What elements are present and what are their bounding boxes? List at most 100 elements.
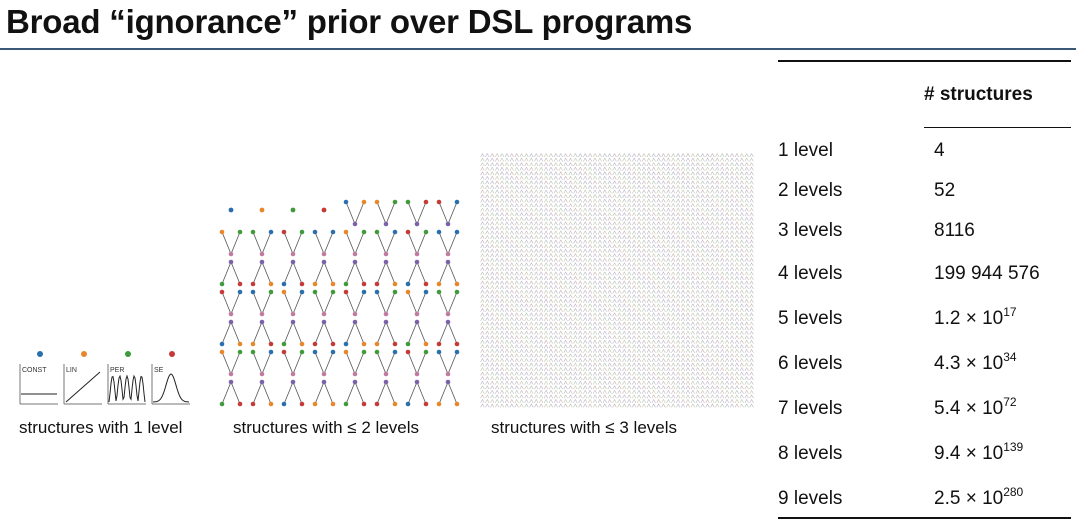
tree-node [445,259,451,265]
three-level-tree [715,289,720,294]
three-level-tree [661,203,666,208]
three-level-tree [543,339,549,344]
two-level-tree [343,199,367,227]
three-level-tree [646,253,651,258]
three-level-tree [710,307,715,312]
three-level-tree [705,193,710,199]
three-level-tree [690,344,695,349]
three-level-tree [504,230,510,235]
three-level-tree [480,326,485,331]
two-level-tree [281,259,305,287]
three-level-tree [656,303,661,308]
tree-node [299,281,305,287]
three-level-tree [656,353,661,358]
three-level-tree [671,230,676,235]
three-level-tree [680,184,686,189]
three-level-tree [592,398,598,403]
three-level-tree [539,389,544,394]
three-level-tree [720,152,725,158]
three-level-tree [514,152,519,158]
three-level-tree [529,152,534,158]
three-level-tree [597,271,602,276]
three-level-tree [529,285,534,290]
three-level-tree [690,389,695,394]
three-level-tree [514,257,519,262]
three-level-tree [592,348,598,353]
three-level-tree [504,289,510,294]
three-level-tree [617,212,622,217]
three-level-tree [729,335,735,340]
three-level-tree [587,376,593,381]
three-level-tree [705,184,710,189]
three-level-tree [597,166,602,171]
three-level-tree [607,257,612,262]
three-level-tree [666,207,671,212]
tree-node [383,311,389,317]
three-level-tree [656,234,661,240]
three-level-tree [627,239,632,244]
three-level-tree [553,339,558,344]
three-level-tree [744,180,749,185]
three-level-tree [573,366,578,372]
three-level-tree [739,389,744,394]
three-level-tree [724,330,730,335]
three-level-tree [739,330,744,335]
three-level-tree [573,321,578,326]
three-level-tree [671,348,676,353]
three-level-tree [622,175,627,180]
three-level-tree [504,257,510,262]
three-level-tree [495,216,500,221]
three-level-tree [680,294,686,299]
three-level-tree [495,166,500,171]
three-level-tree [514,335,519,340]
three-level-tree [661,257,666,262]
three-level-tree [617,344,622,349]
three-level-tree [573,298,578,303]
three-level-tree [485,385,490,390]
three-level-tree [710,184,715,189]
three-level-tree [729,180,735,185]
three-level-tree [612,357,617,363]
three-level-tree [573,380,578,385]
three-level-tree [563,330,568,335]
three-level-tree [563,184,568,189]
three-level-tree [734,157,739,162]
three-level-tree [734,312,739,317]
three-level-tree [724,225,730,230]
three-level-tree [734,221,739,226]
three-level-tree [480,221,485,226]
three-level-tree [558,366,563,372]
two-level-tree [312,379,336,407]
three-level-tree [529,403,534,408]
three-level-tree [710,357,715,363]
three-level-tree [543,403,549,408]
three-level-tree [495,344,500,349]
three-level-tree [578,189,583,194]
three-level-tree [485,239,490,244]
three-level-tree [651,339,656,344]
three-level-tree [671,180,676,185]
three-level-tree [636,307,642,312]
tree-node [343,199,349,205]
three-level-tree [710,285,715,290]
three-level-tree [514,307,519,312]
three-level-tree [651,321,656,326]
three-level-tree [720,162,725,167]
three-level-tree [749,303,754,308]
three-level-tree [671,371,676,376]
tree-node [436,199,442,205]
three-level-tree [656,326,661,331]
three-level-tree [539,162,544,167]
tree-node [228,379,234,385]
three-level-tree [695,389,700,394]
three-level-tree [563,212,568,217]
three-level-tree [680,262,686,267]
three-level-tree [553,376,558,381]
three-level-tree [534,175,539,180]
three-level-tree [548,152,554,158]
value-base: 4.3 × 10 [934,353,1004,374]
three-level-tree [514,184,519,189]
three-level-tree [539,294,544,299]
three-level-tree [646,234,651,240]
three-level-tree [671,316,676,322]
